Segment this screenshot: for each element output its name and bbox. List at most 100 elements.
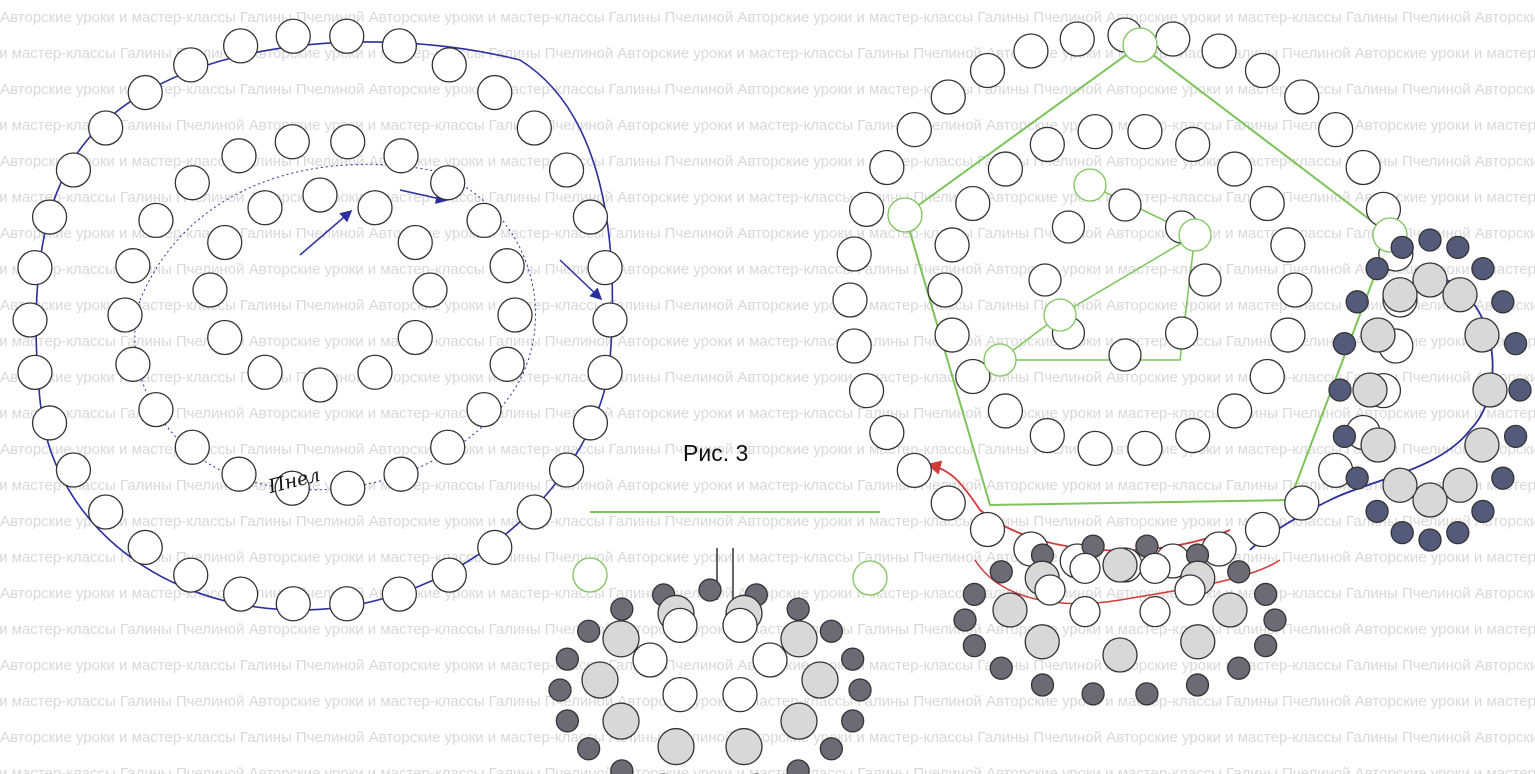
bead-right-middle	[934, 227, 970, 263]
bead-green-highlight	[1122, 27, 1158, 63]
bead-right-middle	[987, 151, 1024, 187]
bead-white-inner	[662, 607, 698, 644]
bead-right-outer	[1318, 112, 1354, 148]
bead-dark-outer	[848, 678, 872, 702]
bead-right-outer	[930, 485, 966, 521]
bead-left-outer	[275, 18, 311, 54]
bead-dark-outer	[1263, 608, 1287, 632]
bead-right-middle	[1029, 126, 1065, 163]
bead-dark-outer	[962, 634, 986, 658]
bead-left-middle	[274, 470, 310, 506]
bead-right-outer	[969, 511, 1006, 548]
bead-grey-inner	[1212, 592, 1248, 628]
bead-left-middle	[430, 165, 466, 201]
bead-left-middle	[107, 297, 143, 333]
bead-dark-outer	[1254, 634, 1278, 658]
bead-left-inner	[302, 367, 338, 403]
bead-dark-outer	[555, 647, 579, 671]
bead-grey-inner	[1180, 624, 1216, 660]
bead-left-middle	[138, 202, 174, 239]
bead-white-inner	[662, 676, 698, 713]
bead-dark-outer	[1227, 656, 1251, 680]
bead-navy-outer	[1446, 521, 1470, 545]
bead-left-outer	[587, 354, 623, 391]
bead-right-inner	[1051, 210, 1086, 244]
bead-navy-outer	[1446, 235, 1470, 259]
bead-left-middle	[489, 346, 525, 382]
blue-thread-inner-left	[134, 163, 536, 491]
bead-right-outer	[869, 149, 905, 186]
bead-right-outer	[1059, 21, 1095, 57]
bead-right-middle	[1249, 185, 1285, 222]
bead-dark-outer	[786, 597, 810, 621]
bead-navy-outer	[1345, 290, 1369, 314]
bead-left-outer	[31, 199, 68, 235]
bead-left-outer	[329, 586, 365, 622]
bead-left-outer	[17, 249, 53, 286]
bead-dark-outer	[989, 560, 1013, 584]
bead-dark-outer	[1254, 582, 1278, 606]
bead-white-inner	[722, 676, 758, 713]
bead-green-highlight	[1043, 298, 1077, 332]
bead-right-middle	[1077, 430, 1113, 467]
bead-left-middle	[497, 297, 533, 333]
bead-left-outer	[431, 557, 467, 593]
bead-left-inner	[302, 177, 338, 213]
bead-dark-outer	[576, 619, 601, 643]
bead-left-outer	[548, 152, 585, 188]
bead-right-outer	[848, 191, 885, 228]
bead-navy-outer	[1418, 528, 1442, 552]
bead-navy-outer	[1328, 378, 1352, 402]
bead-green-highlight	[852, 560, 888, 596]
bead-dark-outer	[953, 608, 977, 632]
bead-left-outer	[548, 452, 585, 488]
bead-dark-outer	[1081, 682, 1105, 706]
bead-white-inner	[1034, 574, 1066, 606]
bead-right-middle	[1277, 272, 1313, 308]
bead-left-outer	[127, 529, 163, 566]
bead-left-inner	[247, 190, 283, 226]
bead-left-inner	[192, 272, 228, 308]
bead-left-outer	[572, 199, 609, 235]
bead-left-outer	[275, 586, 311, 622]
bead-dark-outer	[610, 759, 634, 774]
bead-right-middle	[1077, 113, 1113, 150]
bead-dark-outer	[1227, 560, 1251, 584]
bead-dark-outer	[548, 678, 572, 702]
bead-dark-outer	[610, 597, 634, 621]
bead-right-middle	[955, 358, 991, 395]
bead-green-highlight	[887, 197, 923, 233]
bead-right-outer	[836, 328, 872, 364]
bead-navy-outer	[1390, 235, 1414, 259]
bead-grey-inner	[1102, 547, 1138, 583]
bead-grey-inner	[1472, 372, 1508, 408]
bead-right-outer	[1201, 33, 1237, 69]
bead-grey-inner	[602, 702, 640, 740]
bead-left-outer	[222, 576, 259, 612]
bead-grey-inner	[1024, 624, 1060, 660]
bead-navy-outer	[1332, 331, 1357, 356]
green-thread-pentagon	[903, 43, 1392, 507]
bead-left-inner	[207, 224, 243, 261]
bead-left-outer	[516, 110, 552, 146]
bead-grey-inner	[1442, 277, 1478, 313]
bead-green-highlight	[572, 557, 608, 593]
bead-right-inner	[1108, 338, 1142, 372]
bead-right-outer	[869, 414, 905, 451]
bead-right-inner	[1108, 188, 1142, 222]
bead-grey-inner	[780, 702, 818, 740]
bead-left-inner	[397, 224, 433, 261]
bead-dark-outer	[576, 737, 601, 761]
bead-left-middle	[466, 202, 502, 239]
bead-left-middle	[115, 346, 151, 382]
bead-grey-inner	[657, 727, 695, 766]
blue-thread-arrow-1	[299, 210, 353, 256]
bead-dark-outer	[698, 578, 722, 602]
bead-right-middle	[1127, 113, 1163, 150]
bead-left-outer	[381, 28, 418, 64]
bead-white-inner	[722, 607, 758, 644]
bead-right-middle	[1216, 393, 1253, 429]
bead-dark-outer	[841, 709, 865, 733]
bead-left-outer	[587, 249, 623, 286]
bead-right-middle	[1249, 358, 1285, 395]
